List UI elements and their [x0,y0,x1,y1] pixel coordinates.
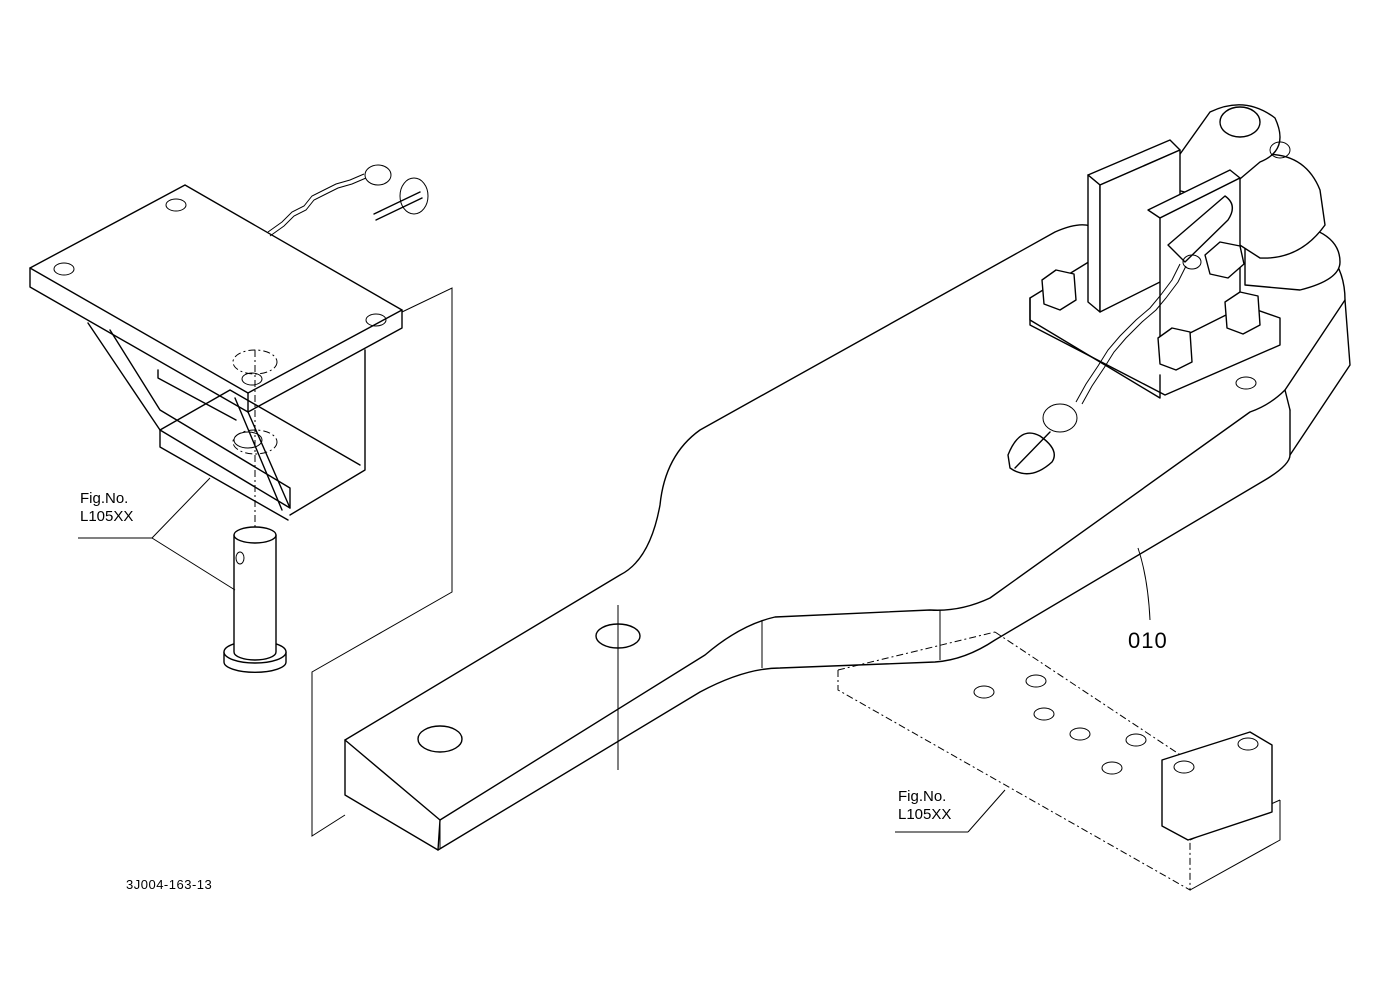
figure-reference-left-line1: Fig.No. [80,490,129,507]
drawing-code: 3J004-163-13 [126,877,213,892]
phantom-hitch-frame [837,631,1281,891]
figure-reference-left: Fig.No. L105XX [80,490,133,526]
figure-reference-right-line1: Fig.No. [898,788,947,805]
pintle-hook-assembly [1007,104,1341,475]
mounting-bracket [29,184,403,535]
part-number-010: 010 [1128,628,1168,653]
leader-lines-right [895,547,1151,833]
figure-reference-right-line2: L105XX [898,806,952,823]
chain-with-linch-pin [267,164,429,237]
figure-reference-left-line2: L105XX [80,508,134,525]
leader-lines-left [78,477,236,591]
figure-reference-right: Fig.No. L105XX [898,788,951,824]
drawbar [344,224,1351,851]
hitch-pin [223,526,287,674]
phantom-frame [311,287,453,837]
